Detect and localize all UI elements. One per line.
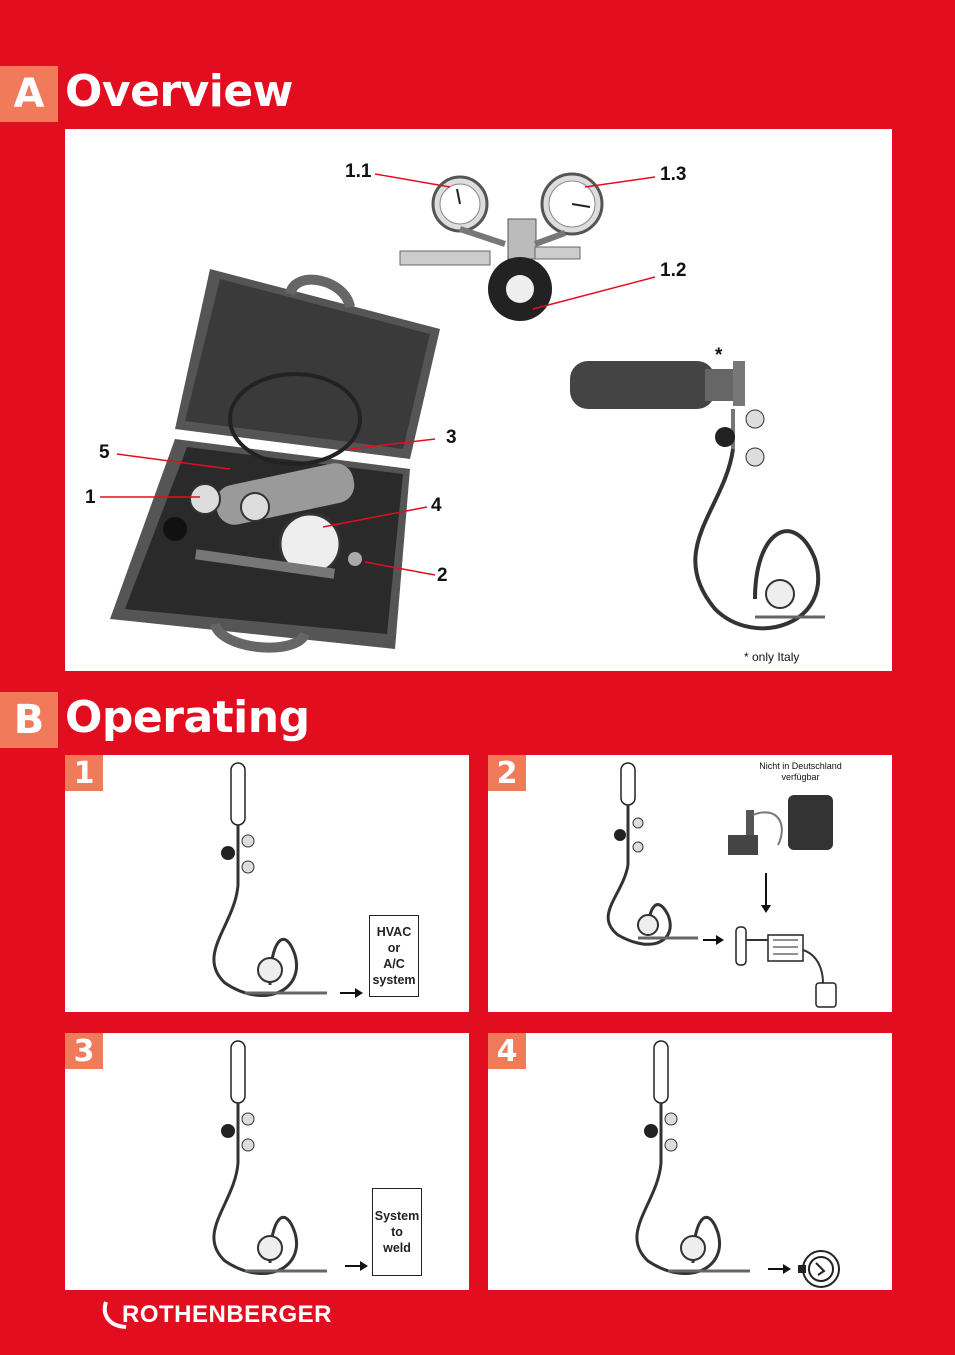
step-2-panel: 2 Nicht in Deutschland verfügbar	[488, 755, 892, 1012]
system-to-weld-box: System to weld	[372, 1188, 422, 1276]
step-4-diagram	[488, 1033, 892, 1290]
callout-5: 5	[99, 442, 110, 464]
section-a-letter: A	[0, 66, 58, 122]
only-italy-note: * only Italy	[744, 650, 799, 664]
callout-3: 3	[446, 427, 457, 449]
step-3-panel: 3 System to weld	[65, 1033, 469, 1290]
hvac-system-box: HVAC or A/C system	[369, 915, 419, 997]
asterisk-marker: *	[715, 345, 722, 367]
overview-panel: 1.1 1.3 1.2 5 3 1 4 2 * * only Italy	[65, 129, 892, 671]
overview-illustration	[65, 129, 892, 671]
callout-1-2: 1.2	[660, 260, 686, 282]
not-available-germany-note: Nicht in Deutschland verfügbar	[743, 761, 858, 783]
section-b-letter: B	[0, 692, 58, 748]
callout-1-1: 1.1	[345, 161, 371, 183]
recovery-unit-photo	[728, 795, 833, 855]
callout-1: 1	[85, 487, 96, 509]
brand-logo: ROTHENBERGER	[122, 1301, 332, 1329]
leak-detector-icon	[798, 1251, 839, 1287]
step-4-panel: 4	[488, 1033, 892, 1290]
callout-2: 2	[437, 565, 448, 587]
section-b-title: Operating	[65, 690, 310, 746]
section-a-title: Overview	[65, 64, 293, 120]
step-1-panel: 1 HVAC or A/C system	[65, 755, 469, 1012]
callout-1-3: 1.3	[660, 164, 686, 186]
callout-4: 4	[431, 495, 442, 517]
italy-cylinder-illustration	[570, 361, 825, 628]
step-2-diagram	[488, 755, 892, 1012]
